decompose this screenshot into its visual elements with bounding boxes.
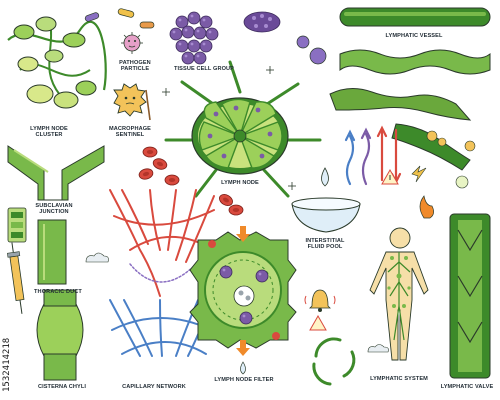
label-lymph-node: LYMPH NODE — [221, 180, 259, 186]
fire-icon — [419, 195, 434, 219]
warning-icon-2 — [309, 314, 327, 331]
label-thoracic-duct: THORACIC DUCT — [34, 289, 82, 295]
virus-icon — [121, 32, 143, 54]
thoracic-duct — [37, 219, 67, 285]
label-lymphatic-system: LYMPHATIC SYSTEM — [370, 376, 428, 382]
lymph-node-filter — [189, 226, 297, 375]
watermark-id: 1532414218 — [2, 337, 12, 392]
tissue-cell-cluster-2 — [243, 11, 327, 65]
recycle-arrows-icon — [312, 337, 356, 386]
cisterna-chyli — [36, 289, 84, 381]
tissue-cell-group — [169, 11, 219, 65]
lymphatic-vessels — [329, 7, 491, 189]
lymph-node — [162, 60, 322, 198]
pathogen-particles — [84, 8, 155, 54]
label-cisterna-chyli: CISTERNA CHYLI — [37, 384, 87, 390]
subclavian-junction — [7, 145, 105, 201]
label-capillary-network: CAPILLARY NETWORK — [122, 384, 186, 390]
interstitial-fluid-pool — [291, 197, 361, 233]
lymphatic-valve — [449, 213, 491, 379]
label-tissue-cell-group: TISSUE CELL GROUP — [173, 66, 235, 72]
macrophage-icon — [113, 83, 151, 121]
capsule-box-icon — [7, 207, 27, 243]
flow-arrows — [344, 125, 402, 186]
lymphatic-system-figure — [369, 227, 429, 361]
label-lymphatic-valve: LYMPHATIC VALVE — [440, 384, 494, 390]
bell-icon — [304, 289, 336, 312]
lymph-node-cluster — [7, 16, 107, 109]
sparkle-icon — [162, 66, 296, 190]
droplet-icon — [321, 167, 329, 187]
label-lymph-node-filter: LYMPH NODE FILTER — [214, 377, 274, 383]
syringe-icon — [7, 242, 25, 314]
lightning-icon — [411, 165, 427, 183]
label-lymphatic-vessel: LYMPHATIC VESSEL — [385, 33, 443, 39]
warning-icon — [381, 168, 399, 185]
